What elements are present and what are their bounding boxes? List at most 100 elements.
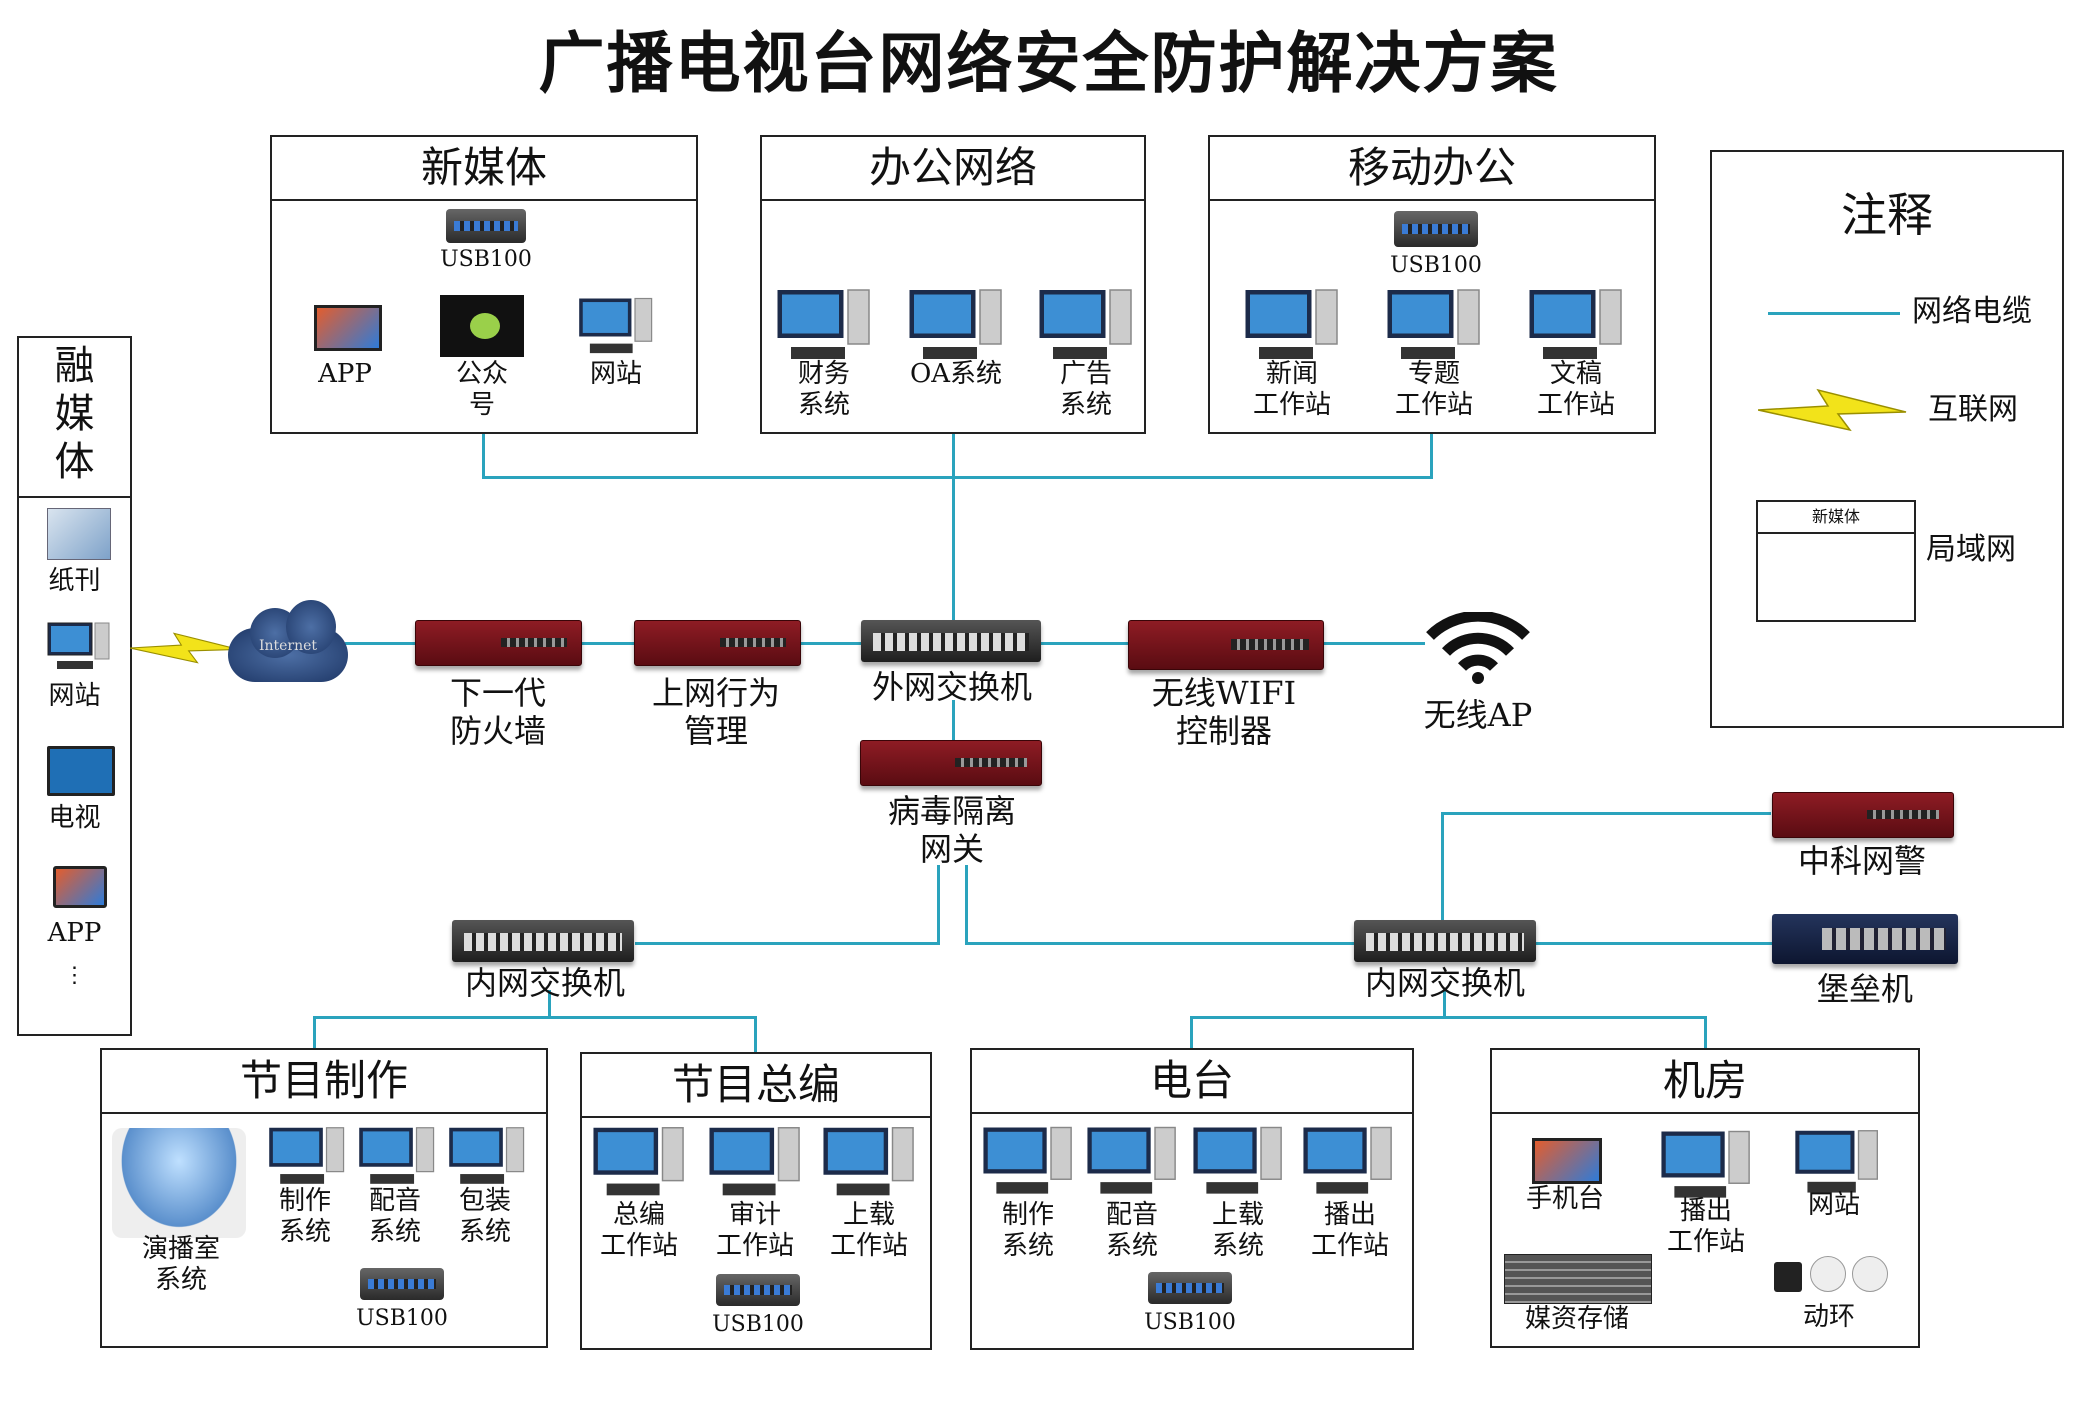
computer-icon <box>777 289 870 359</box>
radio-station-item: 上载 系统 <box>1211 1200 1264 1262</box>
new-media-item: 公众 号 <box>455 359 508 421</box>
bastion-host-device <box>1772 914 1958 964</box>
behavior-mgmt-label: 上网行为 管理 <box>651 674 780 751</box>
virus-gateway-label: 病毒隔离 网关 <box>887 792 1016 869</box>
internet-label: Internet <box>258 638 318 654</box>
rongmeiti-panel: 融 媒 体 纸刊 网站 电视 APP ⋮ <box>17 336 132 1036</box>
rongmeiti-item: 网站 <box>48 681 101 711</box>
program-production-item: 配音 系统 <box>368 1186 421 1248</box>
computer-icon <box>1193 1126 1282 1194</box>
new-media-box: 新媒体 USB100 APP 公众 号 网站 <box>270 135 698 434</box>
usb100-device <box>360 1268 444 1300</box>
legend-box: 注释 网络电缆 互联网 新媒体 局域网 <box>1710 150 2064 728</box>
computer-icon <box>1387 289 1480 359</box>
machine-room-item: 网站 <box>1807 1190 1860 1220</box>
program-production-title: 节目制作 <box>102 1050 546 1114</box>
machine-room-title: 机房 <box>1492 1050 1918 1114</box>
office-network-title: 办公网络 <box>762 137 1144 201</box>
wifi-controller-label: 无线WIFI 控制器 <box>1151 674 1297 751</box>
outer-switch-device <box>861 620 1041 662</box>
tablet-icon <box>314 305 382 351</box>
radio-station-box: 电台 制作 系统 配音 系统 上载 系统 播出 工作站 USB100 <box>970 1048 1414 1350</box>
usb100-device <box>446 209 526 243</box>
machine-room-box: 机房 手机台 播出 工作站 网站 媒资存储 动环 <box>1490 1048 1920 1348</box>
wifi-controller-device <box>1128 620 1324 670</box>
wifi-icon <box>1426 612 1530 684</box>
office-item: OA系统 <box>909 359 1003 389</box>
new-media-title: 新媒体 <box>272 137 696 201</box>
computer-icon <box>909 289 1002 359</box>
computer-icon <box>449 1127 525 1184</box>
mobile-item: 文稿 工作站 <box>1536 359 1615 421</box>
studio-icon <box>112 1128 246 1238</box>
computer-icon <box>983 1126 1072 1194</box>
program-chief-edit-item: 上载 工作站 <box>829 1200 908 1262</box>
machine-room-item: 手机台 <box>1525 1184 1604 1214</box>
rongmeiti-item: 纸刊 <box>48 566 101 596</box>
computer-icon <box>823 1127 914 1196</box>
usb-label: USB100 <box>440 247 532 272</box>
program-chief-edit-title: 节目总编 <box>582 1054 930 1118</box>
machine-room-item: 动环 <box>1802 1302 1855 1332</box>
computer-icon <box>1661 1130 1750 1198</box>
bastion-host-label: 堡垒机 <box>1816 970 1913 1008</box>
inner-switch-right-device <box>1354 920 1536 962</box>
legend-lan-label: 局域网 <box>1926 532 2016 567</box>
lan-legend-header: 新媒体 <box>1758 502 1914 534</box>
internet-cloud-icon: Internet <box>228 600 348 686</box>
rongmeiti-item: 电视 <box>48 803 101 833</box>
office-item: 财务 系统 <box>797 359 850 421</box>
office-network-box: 办公网络 财务 系统 OA系统 广告 系统 <box>760 135 1146 434</box>
radio-station-item: 播出 工作站 <box>1310 1200 1389 1262</box>
mobile-office-box: 移动办公 USB100 新闻 工作站 专题 工作站 文稿 工作站 <box>1208 135 1656 434</box>
computer-icon <box>593 1127 684 1196</box>
office-item: 广告 系统 <box>1059 359 1112 421</box>
machine-room-item: 播出 工作站 <box>1666 1196 1745 1258</box>
rongmeiti-item: APP <box>47 918 102 948</box>
tablet-icon <box>1532 1138 1602 1184</box>
wireless-ap-label: 无线AP <box>1423 696 1533 734</box>
wechat-icon <box>440 295 524 357</box>
lan-legend-box: 新媒体 <box>1756 500 1916 622</box>
computer-icon <box>1087 1126 1176 1194</box>
rongmeiti-title: 融 媒 体 <box>54 343 95 485</box>
storage-server-icon <box>1504 1254 1652 1304</box>
usb100-device <box>1148 1272 1232 1304</box>
computer-icon <box>359 1127 435 1184</box>
sensor-icon <box>1774 1262 1802 1292</box>
computer-icon <box>1795 1130 1878 1193</box>
legend-cable-label: 网络电缆 <box>1912 294 2032 329</box>
computer-icon <box>47 622 110 669</box>
computer-icon <box>1039 289 1132 359</box>
computer-icon <box>1529 289 1622 359</box>
usb100-device <box>1394 211 1478 247</box>
sensor-icon <box>1852 1256 1888 1292</box>
mobile-item: 新闻 工作站 <box>1252 359 1331 421</box>
virus-gateway-device <box>860 740 1042 786</box>
radio-station-item: 配音 系统 <box>1105 1200 1158 1262</box>
computer-icon <box>709 1127 800 1196</box>
zhongke-label: 中科网警 <box>1797 842 1926 880</box>
rongmeiti-more: ⋮ <box>63 963 86 988</box>
machine-room-item: 媒资存储 <box>1524 1304 1629 1334</box>
radio-station-title: 电台 <box>972 1050 1412 1114</box>
program-production-item: 包装 系统 <box>458 1186 511 1248</box>
program-production-box: 节目制作 演播室 系统 制作 系统 配音 系统 包装 系统 USB100 <box>100 1048 548 1348</box>
tablet-icon <box>53 866 107 908</box>
cable-legend-line <box>1768 312 1900 315</box>
tv-icon <box>47 746 115 796</box>
behavior-mgmt-device <box>634 620 801 666</box>
program-chief-edit-box: 节目总编 总编 工作站 审计 工作站 上载 工作站 USB100 <box>580 1052 932 1350</box>
computer-icon <box>269 1127 345 1184</box>
program-chief-edit-item: 审计 工作站 <box>715 1200 794 1262</box>
inner-switch-left-label: 内网交换机 <box>464 964 625 1002</box>
lightning-icon <box>130 632 239 664</box>
computer-icon <box>579 297 653 354</box>
firewall-device <box>415 620 582 666</box>
zhongke-device <box>1772 792 1954 838</box>
studio-label: 演播室 系统 <box>141 1234 220 1296</box>
radio-station-item: 制作 系统 <box>1001 1200 1054 1262</box>
magazine-icon <box>47 508 111 560</box>
computer-icon <box>1245 289 1338 359</box>
outer-switch-label: 外网交换机 <box>871 668 1032 706</box>
